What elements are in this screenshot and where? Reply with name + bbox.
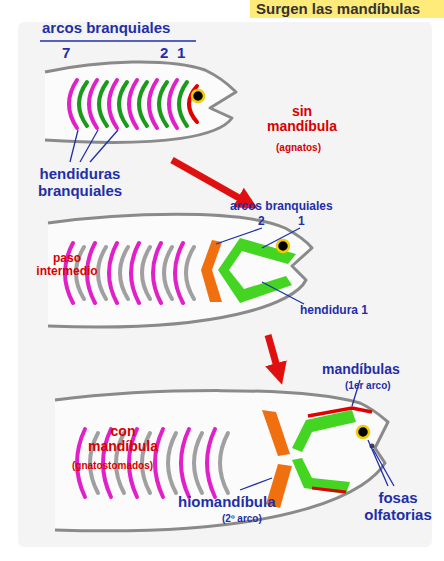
gill-arch — [89, 80, 97, 128]
body-outline — [55, 391, 388, 531]
label-text: arcos branquiales — [230, 200, 333, 213]
leader-line — [70, 130, 78, 162]
gill-arch — [168, 433, 176, 493]
label-text: mandíbulas — [322, 362, 400, 377]
stage-arrow — [172, 160, 248, 203]
gill-arch — [220, 433, 228, 493]
gill-arch — [175, 243, 183, 303]
label-text: fosas olfatorias — [356, 490, 440, 523]
gill-arch — [119, 82, 127, 126]
gill-arch — [186, 247, 194, 299]
gill-arch — [131, 243, 139, 303]
gill-arch — [159, 82, 167, 126]
body-outline — [45, 62, 236, 142]
label-text: 1 — [177, 45, 185, 62]
upper-jaw — [292, 410, 356, 452]
label-text: (1er arco) — [345, 380, 391, 391]
label-text: hendiduras branquiales — [20, 166, 140, 199]
gill-arch — [194, 433, 202, 493]
leader-line — [90, 130, 118, 162]
label-text: sin mandíbula — [262, 104, 342, 135]
gill-arch — [109, 243, 117, 303]
lower-jaw — [292, 458, 350, 494]
leader-line — [368, 440, 388, 486]
gill-arch — [98, 247, 106, 299]
title-band: Surgen las mandíbulas — [250, 0, 444, 18]
leader-line — [80, 130, 98, 162]
eye — [277, 240, 289, 252]
gill-arch — [142, 247, 150, 299]
label-text: 7 — [62, 45, 70, 62]
title-text: Surgen las mandíbulas — [250, 0, 444, 18]
label-text: 2 — [160, 45, 168, 62]
label-text: 1 — [298, 215, 305, 228]
leader-line — [262, 282, 304, 304]
gill-arch — [179, 82, 187, 126]
label-text: hendidura 1 — [300, 304, 368, 317]
gill-arch — [149, 80, 157, 128]
gill-arch — [120, 247, 128, 299]
leader-line — [216, 228, 262, 244]
label-text: (gnatostomados) — [72, 460, 153, 471]
leader-line — [40, 40, 196, 41]
gill-arch — [69, 80, 77, 128]
gill-arch — [169, 80, 177, 128]
gill-arch — [207, 429, 215, 497]
gill-arch — [153, 243, 161, 303]
label-text: (agnatos) — [276, 142, 321, 153]
gill-arch — [99, 82, 107, 126]
label-text: con mandíbula — [80, 424, 166, 455]
label-text: hiomandíbula — [178, 494, 276, 511]
label-text: (2º arco) — [222, 513, 262, 524]
jaw-edge — [312, 488, 346, 492]
leader-line — [373, 449, 394, 486]
label-text: arcos branquiales — [42, 20, 170, 37]
gill-arch — [139, 82, 147, 126]
leader-line — [262, 228, 300, 248]
hyomandibula — [262, 410, 290, 456]
eye — [192, 90, 204, 102]
gill-arch — [109, 80, 117, 128]
label-text: paso intermedio — [28, 252, 106, 278]
gill-arch — [181, 429, 189, 497]
leader-line — [240, 478, 272, 490]
eye — [357, 426, 369, 438]
label-text: 2 — [258, 215, 265, 228]
stage-arrow — [268, 335, 279, 374]
jaw-edge — [308, 408, 372, 416]
gill-arch — [79, 82, 87, 126]
background-panel — [18, 22, 432, 547]
gill-arch — [129, 80, 137, 128]
gill-arch — [164, 247, 172, 299]
